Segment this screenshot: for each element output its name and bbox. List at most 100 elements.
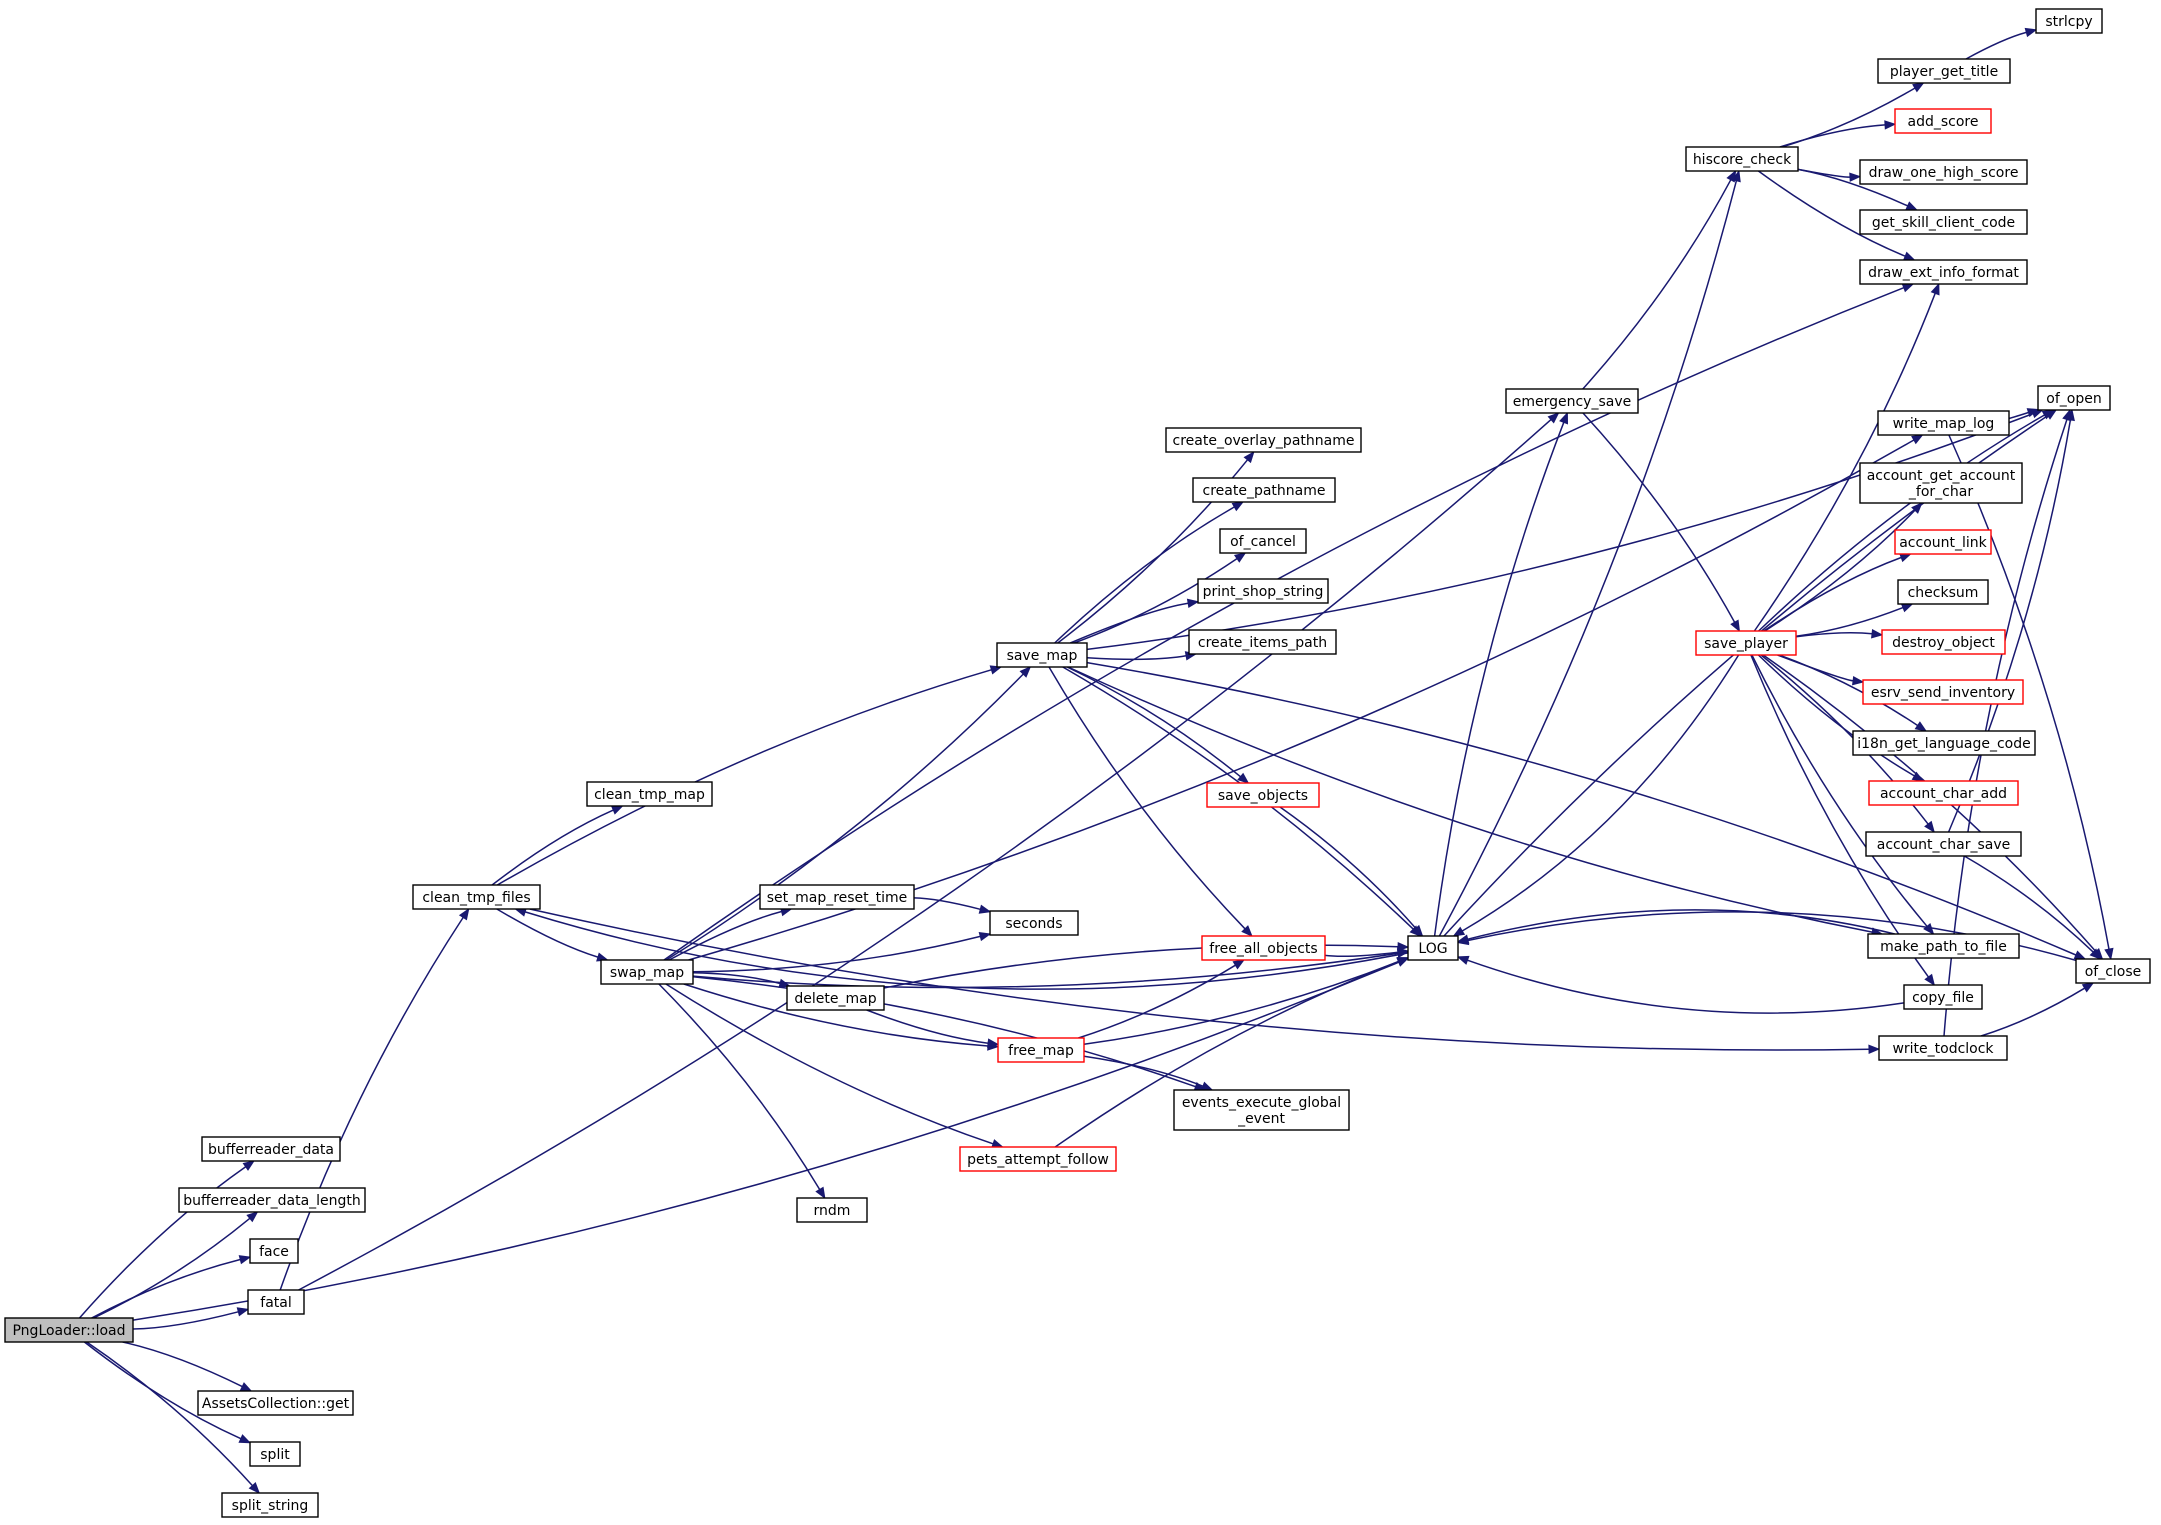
node-writemaplog[interactable]: write_map_log [1877, 410, 2010, 436]
node-label: events_execute_global [1182, 1095, 1341, 1111]
call-edge-saveplayer-to-log [1452, 654, 1740, 937]
call-edge-load-to-brdata [78, 1160, 256, 1319]
node-savemap[interactable]: save_map [996, 642, 1088, 668]
node-emergency[interactable]: emergency_save [1505, 388, 1639, 414]
node-label: create_pathname [1203, 483, 1326, 499]
call-edge-load-to-brlen [93, 1211, 259, 1319]
node-split[interactable]: split [249, 1441, 301, 1467]
call-edge-load-to-split [83, 1341, 252, 1444]
node-box [247, 1289, 305, 1315]
node-seconds[interactable]: seconds [989, 910, 1079, 936]
node-box [1197, 578, 1329, 604]
node-brlen[interactable]: bufferreader_data_length [178, 1187, 366, 1213]
node-log[interactable]: LOG [1407, 935, 1459, 961]
node-box [2035, 8, 2103, 34]
node-label: free_map [1008, 1043, 1074, 1059]
node-box [4, 1317, 134, 1343]
node-hiscore[interactable]: hiscore_check [1685, 146, 1799, 172]
call-edge-writemaplog-to-ofclose [1948, 434, 2114, 961]
node-label: split [260, 1447, 290, 1463]
node-esrv[interactable]: esrv_send_inventory [1862, 679, 2024, 705]
node-saveplayer[interactable]: save_player [1695, 630, 1797, 656]
node-destroy[interactable]: destroy_object [1881, 629, 2006, 655]
node-copyfile[interactable]: copy_file [1903, 984, 1983, 1010]
node-getskill[interactable]: get_skill_client_code [1859, 209, 2028, 235]
node-label: LOG [1418, 941, 1447, 957]
node-box [201, 1136, 341, 1162]
node-accgetacc[interactable]: account_get_account_for_char [1859, 462, 2023, 504]
node-brdata[interactable]: bufferreader_data [201, 1136, 341, 1162]
node-swapmap[interactable]: swap_map [600, 959, 694, 985]
node-box [1188, 629, 1337, 655]
call-edge-savemap-to-saveobjects [1066, 666, 1250, 784]
node-rndm[interactable]: rndm [796, 1197, 868, 1223]
call-edge-deletemap-to-freemap [866, 1009, 1000, 1048]
node-setreset[interactable]: set_map_reset_time [759, 884, 915, 910]
node-label: emergency_save [1513, 394, 1632, 410]
node-createitems[interactable]: create_items_path [1188, 629, 1337, 655]
node-makepath[interactable]: make_path_to_file [1867, 933, 2020, 959]
node-cleantmpfiles[interactable]: clean_tmp_files [412, 884, 541, 910]
node-label: seconds [1005, 916, 1062, 932]
call-edge-saveobjects-to-log [1279, 806, 1424, 938]
call-edge-cleantmpfiles-to-writetod [529, 908, 1881, 1054]
node-label: checksum [1908, 585, 1979, 601]
call-edge-fatal-to-emergency [298, 412, 1560, 1291]
node-freeall[interactable]: free_all_objects [1201, 935, 1326, 961]
node-drawone[interactable]: draw_one_high_score [1859, 159, 2028, 185]
node-splitstr[interactable]: split_string [221, 1492, 319, 1518]
node-events[interactable]: events_execute_global_event [1173, 1089, 1350, 1131]
node-cleantmpmap[interactable]: clean_tmp_map [586, 781, 713, 807]
node-label: create_overlay_pathname [1173, 433, 1355, 449]
node-label: add_score [1908, 114, 1979, 130]
node-label: account_char_save [1877, 837, 2010, 853]
call-edge-writetod-to-ofclose [1980, 982, 2095, 1037]
node-box [989, 910, 1079, 936]
node-ofopen[interactable]: of_open [2037, 385, 2111, 411]
node-acclink[interactable]: account_link [1894, 529, 1992, 555]
call-edge-copyfile-to-log [1456, 955, 1905, 1014]
node-accsave[interactable]: account_char_save [1865, 831, 2022, 857]
node-box [1862, 679, 2024, 705]
node-deletemap[interactable]: delete_map [786, 985, 885, 1011]
node-strlcpy[interactable]: strlcpy [2035, 8, 2103, 34]
node-acget[interactable]: AssetsCollection::get [197, 1390, 354, 1416]
node-face[interactable]: face [249, 1238, 299, 1264]
node-ofcancel[interactable]: of_cancel [1219, 528, 1307, 554]
node-label: copy_file [1912, 990, 1974, 1006]
node-i18n[interactable]: i18n_get_language_code [1852, 730, 2036, 756]
node-accadd[interactable]: account_char_add [1868, 780, 2019, 806]
node-box [1877, 410, 2010, 436]
node-pets[interactable]: pets_attempt_follow [959, 1146, 1117, 1172]
node-drawext[interactable]: draw_ext_info_format [1859, 259, 2028, 285]
node-label: of_open [2046, 391, 2101, 407]
node-saveobjects[interactable]: save_objects [1206, 782, 1320, 808]
node-checksum[interactable]: checksum [1897, 579, 1989, 605]
node-printshop[interactable]: print_shop_string [1197, 578, 1329, 604]
node-label: swap_map [610, 965, 684, 981]
node-box [1894, 529, 1992, 555]
node-playertitle[interactable]: player_get_title [1877, 58, 2011, 84]
node-box [1859, 462, 2023, 504]
node-box [600, 959, 694, 985]
call-edge-pets-to-log [1054, 957, 1410, 1148]
call-edge-playertitle-to-strlcpy [1965, 27, 2038, 60]
node-freemap[interactable]: free_map [997, 1037, 1085, 1063]
node-box [586, 781, 713, 807]
node-ofclose[interactable]: of_close [2075, 958, 2151, 984]
node-createoverlay[interactable]: create_overlay_pathname [1165, 427, 1362, 453]
node-label: free_all_objects [1209, 941, 1317, 957]
node-createpath[interactable]: create_pathname [1192, 477, 1336, 503]
node-load[interactable]: PngLoader::load [4, 1317, 134, 1343]
call-edge-savemap-to-ofclose [1086, 661, 2087, 960]
node-writetod[interactable]: write_todclock [1878, 1035, 2008, 1061]
call-edge-saveplayer-to-i18n [1778, 654, 1928, 732]
node-box [1685, 146, 1799, 172]
node-box [1859, 209, 2028, 235]
node-fatal[interactable]: fatal [247, 1289, 305, 1315]
node-box [1881, 629, 2006, 655]
call-edge-swapmap-to-seconds [692, 932, 992, 973]
node-label: of_cancel [1230, 534, 1296, 550]
node-label: fatal [260, 1295, 291, 1311]
node-addscore[interactable]: add_score [1894, 108, 1992, 134]
